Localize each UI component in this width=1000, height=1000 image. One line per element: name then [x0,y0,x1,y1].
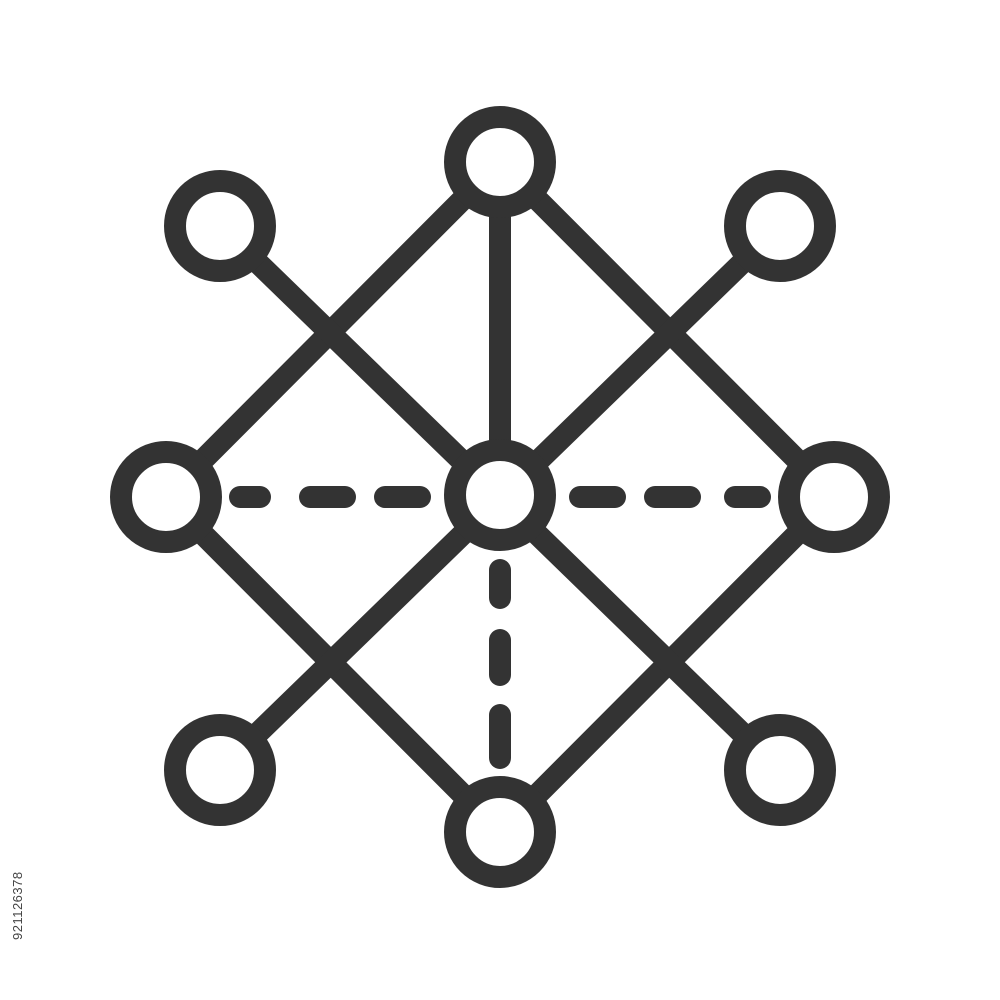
node-bottom [444,776,556,888]
node-top-left [164,170,276,282]
node-bottom-right [724,714,836,826]
node-center [444,439,556,551]
stock-id-text: 921126378 [10,871,25,940]
node-bottom-left [164,714,276,826]
node-left [110,441,222,553]
node-top-right [724,170,836,282]
node-right [778,441,890,553]
node-top [444,106,556,218]
